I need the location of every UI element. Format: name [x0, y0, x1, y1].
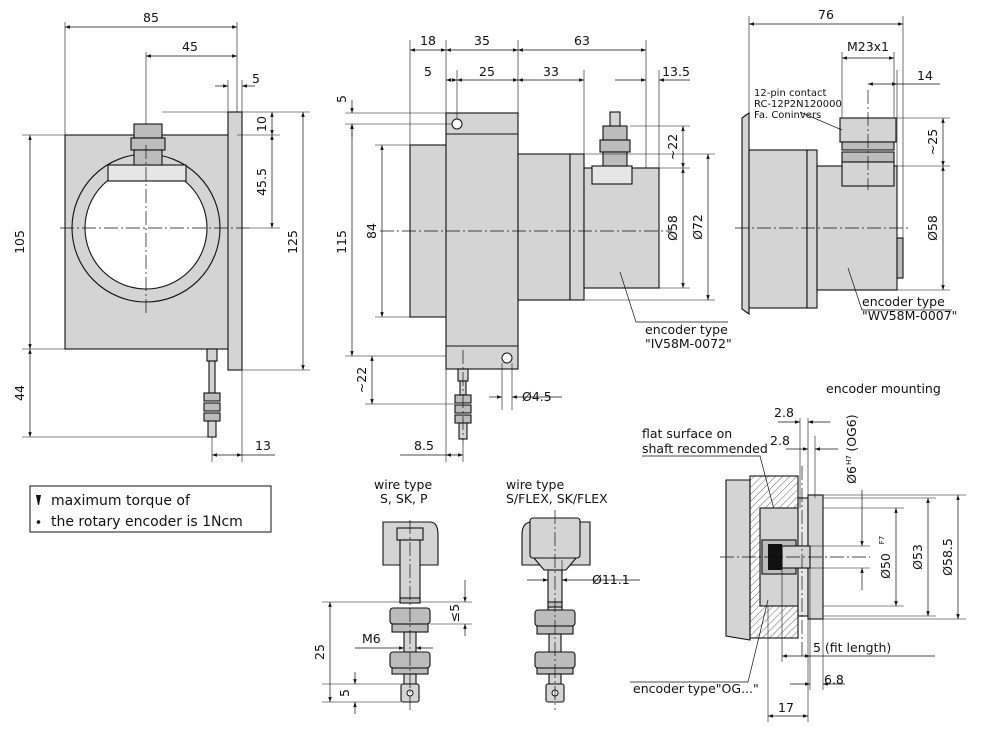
wire-type-a: wire type S, SK, P ≤5 25 5 M6: [312, 477, 472, 714]
torque-note-box: [29, 485, 272, 533]
dim-dia-53: Ø53: [910, 544, 925, 570]
encoder-wv58m-side-tab: [896, 237, 904, 279]
dim-M6: M6: [362, 631, 381, 646]
dim-dia-50-tolerance: F7: [878, 536, 886, 544]
dim-18: 18: [420, 33, 436, 48]
encoder-mounting-title: encoder mounting: [826, 381, 941, 396]
dim-dia-50: Ø50: [878, 553, 893, 579]
wv-view-adapter: [748, 149, 808, 309]
front-view-wire-rod: [203, 348, 221, 438]
front-view-clamp: [107, 164, 187, 182]
dim-25-hole: 25: [479, 64, 495, 79]
contact-label-3: Fa. Coninvers: [754, 110, 821, 121]
flat-surface-label-2: shaft recommended: [642, 441, 768, 456]
dim-6-8: 6.8: [824, 672, 844, 687]
dim-13: 13: [255, 438, 271, 453]
dim-og6: (OG6): [844, 414, 859, 451]
dim-22-bottom: ~22: [354, 367, 369, 393]
dim-8-5: 8.5: [414, 438, 434, 453]
encoder-wv58m-model: "WV58M-0007": [862, 308, 957, 323]
encoder-iv58m-connector-base: [591, 165, 633, 185]
dim-44: 44: [12, 385, 27, 401]
wire-type-b-variants: S/FLEX, SK/FLEX: [506, 491, 608, 506]
dim-125: 125: [285, 230, 300, 254]
dim-2-8-b: 2.8: [770, 433, 790, 448]
wire-type-b-title: wire type: [506, 477, 564, 492]
dim-84: 84: [364, 223, 379, 239]
dim-dia-4-5: Ø4.5: [522, 389, 552, 404]
dim-5-vertical: 5: [334, 95, 349, 103]
dim-35: 35: [474, 33, 490, 48]
side-view-iv58m: 18 35 63 5 25 33 13.5 5 ~22 Ø58 Ø72 84: [334, 33, 732, 462]
mount-plate: [725, 479, 751, 641]
dim-33: 33: [543, 64, 559, 79]
mount-hole-bottom: [501, 352, 513, 364]
side-view-flange: [569, 153, 585, 301]
dim-10: 10: [254, 116, 269, 132]
dim-22-top: ~22: [665, 134, 680, 160]
wv-view-flange-ring: [806, 149, 818, 309]
wire-type-a-variants: S, SK, P: [380, 491, 428, 506]
dim-M23x1: M23x1: [847, 39, 889, 54]
encoder-wv58m-label: encoder type: [862, 294, 945, 309]
dim-dia-72: Ø72: [690, 214, 705, 240]
dim-115: 115: [334, 230, 349, 254]
contact-label-1: 12-pin contact: [754, 88, 826, 99]
torque-note: maximum torque of the rotary encoder is …: [29, 485, 272, 533]
dim-5-fit-length: 5 (fit length): [813, 640, 891, 655]
wire-type-a-title: wire type: [374, 477, 432, 492]
dim-63: 63: [574, 33, 590, 48]
dim-dia-6-tolerance: H7: [845, 455, 853, 465]
side-view-housing: [445, 112, 519, 370]
encoder-iv58m-cable-gland: [599, 111, 631, 167]
encoder-iv58m-model: "IV58M-0072": [645, 336, 732, 351]
dim-5-flange: 5: [252, 71, 260, 86]
dim-13-5: 13.5: [662, 64, 690, 79]
dim-45-5: 45.5: [254, 168, 269, 196]
side-view-adapter: [517, 153, 571, 301]
encoder-mounting-section: encoder mounting flat surface on shaft r…: [630, 381, 966, 722]
dim-5-eye: 5: [337, 689, 352, 697]
torque-note-line-1: maximum torque of: [51, 493, 191, 509]
dim-14: 14: [917, 68, 933, 83]
front-view: 85 45 5 10 45.5 125 105 44 13: [12, 10, 310, 462]
dim-dia-58-b: Ø58: [925, 215, 940, 241]
contact-label-2: RC-12P2N120000: [754, 99, 842, 110]
front-view-cable-gland: [130, 123, 166, 166]
dim-dia-58-5: Ø58.5: [940, 538, 955, 576]
front-view-flange: [227, 111, 243, 371]
torque-note-line-2: the rotary encoder is 1Ncm: [51, 514, 243, 530]
dim-25-connector: ~25: [925, 129, 940, 155]
wire-type-b: wire type S/FLEX, SK/FLEX Ø11.1: [506, 477, 640, 710]
dim-17: 17: [778, 700, 794, 715]
dim-5-hole: 5: [424, 64, 432, 79]
dim-25-rod: 25: [312, 644, 327, 660]
dim-dia-58-a: Ø58: [665, 215, 680, 241]
encoder-iv58m-label: encoder type: [645, 322, 728, 337]
dim-dia-6: Ø6: [844, 466, 859, 484]
dim-dia-11-1: Ø11.1: [592, 572, 630, 587]
mount-hole-top: [451, 118, 463, 130]
encoder-og-label: encoder type"OG...": [633, 681, 759, 696]
encoder-iv58m-body: [583, 167, 660, 289]
dim-45: 45: [182, 39, 198, 54]
flat-surface-label-1: flat surface on: [642, 426, 732, 441]
dim-85: 85: [143, 10, 159, 25]
dim-76: 76: [818, 7, 834, 22]
side-view-wv58m: 76 M23x1 14 ~25 Ø58 12-pin contact RC-12…: [735, 7, 957, 323]
dim-105: 105: [12, 230, 27, 254]
dim-2-8-a: 2.8: [774, 405, 794, 420]
wv-view-flange: [741, 111, 750, 316]
warning-mark-icon: [36, 495, 41, 505]
dim-le-5: ≤5: [447, 604, 462, 622]
